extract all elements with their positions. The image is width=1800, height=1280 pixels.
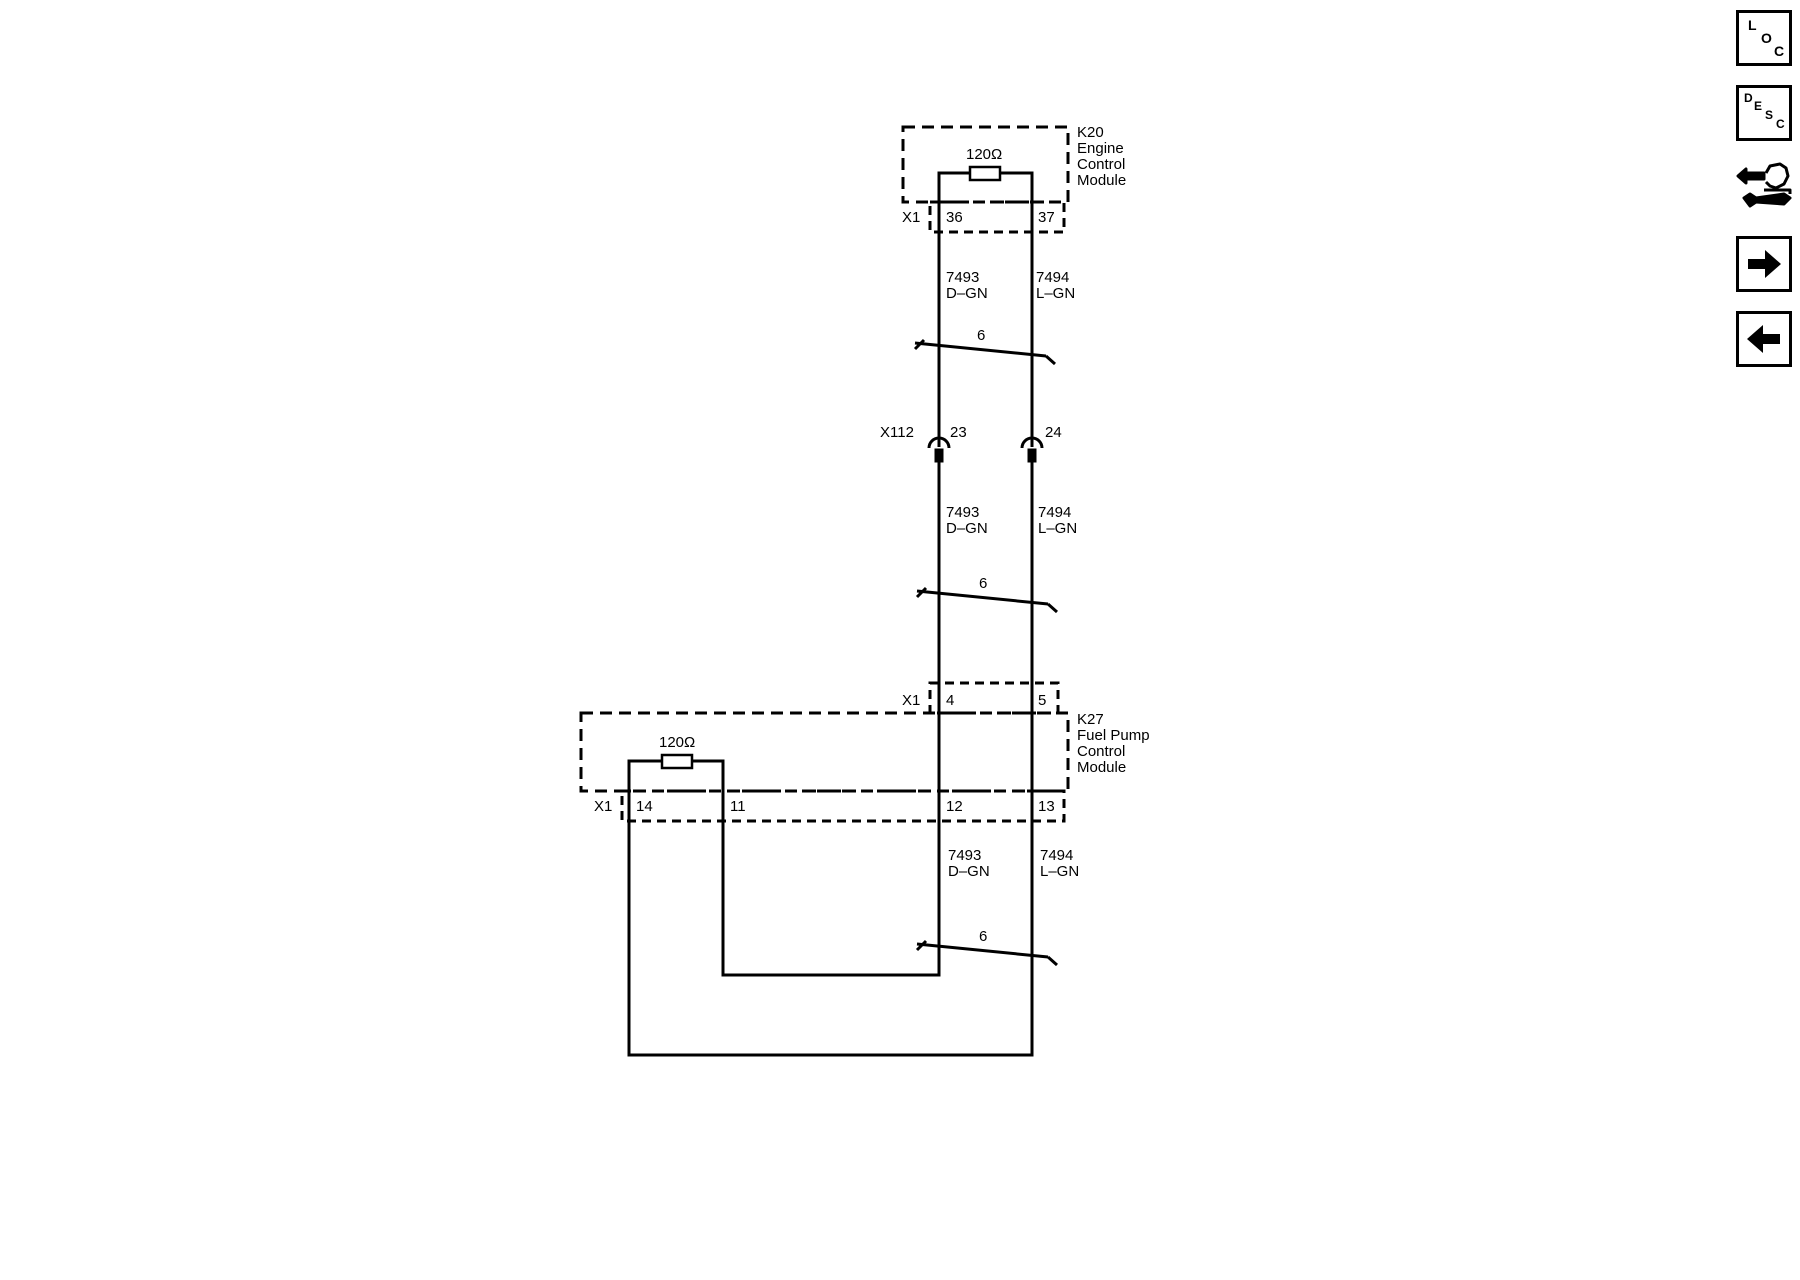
twisted-pair-bottom: [915, 939, 1058, 967]
wire-7493-top-circuit: 7493: [946, 269, 979, 286]
k20-internal-circuit: [937, 171, 1034, 232]
k20-resistor: [968, 165, 1002, 182]
k20-name-line-2: Control: [1077, 156, 1125, 173]
twisted-pair-mid: [915, 586, 1058, 614]
wire-7493-bottom-circuit: 7493: [948, 847, 981, 864]
x112-pin-24-plug: [1027, 448, 1037, 463]
k27-ref-label: K27: [1077, 711, 1104, 728]
x112-pin-23-cup: [927, 436, 951, 449]
twist-top-label: 6: [977, 327, 985, 344]
k20-x1-connector-box: [928, 200, 1066, 234]
wire-7494-mid-circuit: 7494: [1038, 504, 1071, 521]
desc-letter-s: S: [1765, 108, 1774, 122]
k27-name-line-2: Control: [1077, 743, 1125, 760]
desc-button[interactable]: D E S C: [1736, 85, 1792, 141]
k27-upper-connector-label: X1: [902, 692, 920, 709]
wire-7493-bottom: [721, 791, 941, 977]
loc-letter-c: C: [1774, 43, 1785, 59]
k20-resistor-value: 120Ω: [966, 146, 1002, 163]
k27-name-line-3: Module: [1077, 759, 1126, 776]
k27-pin-5: 5: [1038, 692, 1046, 709]
loc-button[interactable]: L O C: [1736, 10, 1792, 66]
x112-connector-label: X112: [880, 424, 914, 441]
k20-pin-36: 36: [946, 209, 963, 226]
k27-name-line-1: Fuel Pump: [1077, 727, 1150, 744]
wire-7493-bottom-color: D–GN: [948, 863, 990, 880]
wire-7494-bottom-circuit: 7494: [1040, 847, 1073, 864]
loc-letter-l: L: [1748, 17, 1757, 33]
k20-name-line-1: Engine: [1077, 140, 1124, 157]
x112-pin-24: 24: [1045, 424, 1062, 441]
k27-pin-14: 14: [636, 798, 653, 815]
k27-pin-11: 11: [730, 798, 746, 815]
wire-7493-top-color: D–GN: [946, 285, 988, 302]
k27-pin-12: 12: [946, 798, 963, 815]
desc-letter-e: E: [1754, 99, 1763, 113]
arrow-left-icon[interactable]: [1736, 311, 1792, 367]
k27-x1-lower-connector-box: [620, 789, 1066, 823]
k20-pin-37: 37: [1038, 209, 1055, 226]
k27-lower-connector-label: X1: [594, 798, 612, 815]
wire-7494-bottom: [627, 791, 1034, 1057]
k27-internal-circuit: [627, 759, 725, 821]
x112-pin-24-cup: [1020, 436, 1044, 449]
twist-bottom-label: 6: [979, 928, 987, 945]
k27-module-box: [579, 711, 1070, 793]
wire-7494-top-color: L–GN: [1036, 285, 1075, 302]
k27-pin-13: 13: [1038, 798, 1055, 815]
k20-connector-label: X1: [902, 209, 920, 226]
wire-7494-top-circuit: 7494: [1036, 269, 1069, 286]
arrow-right-icon[interactable]: [1736, 236, 1792, 292]
k20-ref-label: K20: [1077, 124, 1104, 141]
k20-module-box: [901, 125, 1070, 204]
x112-pin-23: 23: [950, 424, 967, 441]
x112-pin-23-plug: [934, 448, 944, 463]
k27-x1-upper-connector-box: [928, 681, 1060, 715]
loc-letter-o: O: [1761, 30, 1772, 46]
wire-7494-bottom-color: L–GN: [1040, 863, 1079, 880]
k27-resistor: [660, 753, 694, 770]
wire-7493-mid-color: D–GN: [946, 520, 988, 537]
wire-7493-mid-circuit: 7493: [946, 504, 979, 521]
desc-letter-d: D: [1744, 91, 1753, 105]
tools-icon[interactable]: [1736, 154, 1796, 218]
k27-pin-4: 4: [946, 692, 954, 709]
k27-resistor-value: 120Ω: [659, 734, 695, 751]
wire-7494-mid-color: L–GN: [1038, 520, 1077, 537]
twist-mid-label: 6: [979, 575, 987, 592]
twisted-pair-top: [913, 338, 1056, 366]
k20-name-line-3: Module: [1077, 172, 1126, 189]
desc-letter-c: C: [1776, 117, 1785, 131]
